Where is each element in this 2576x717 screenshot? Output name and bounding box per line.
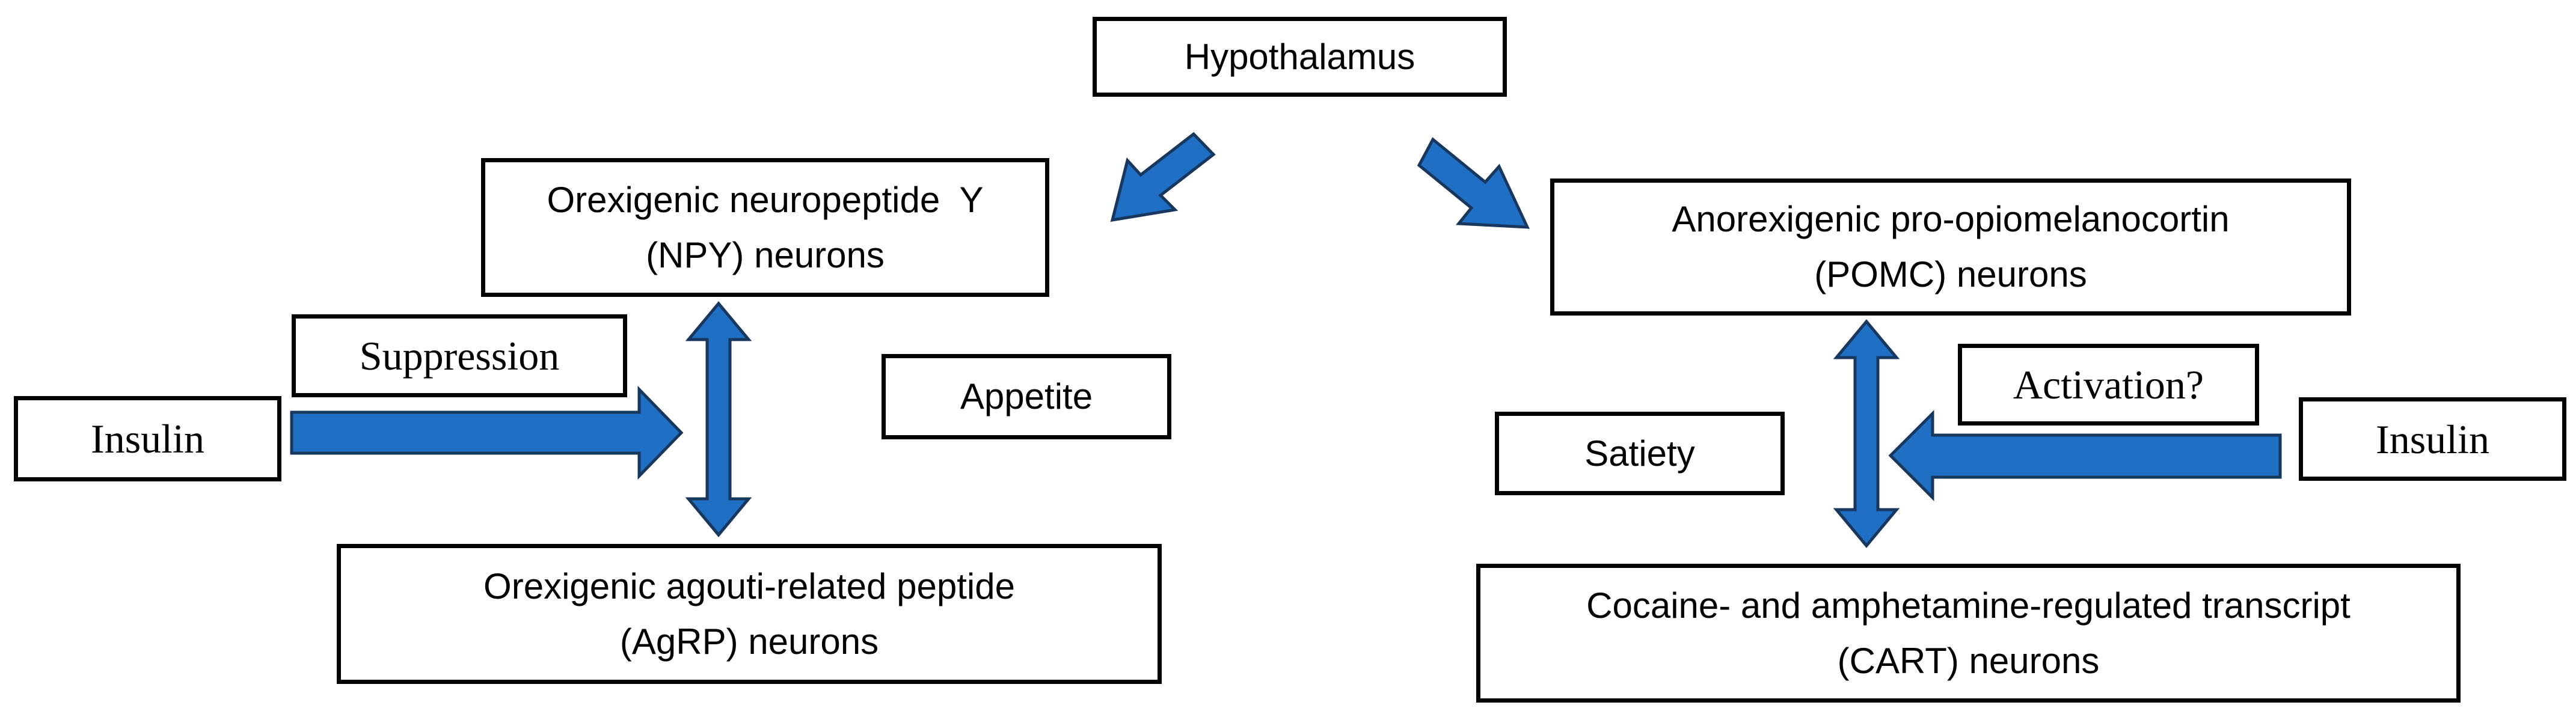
agrp-neurons-box: Orexigenic agouti-related peptide (AgRP)… — [337, 544, 1162, 684]
cart-neurons-box: Cocaine- and amphetamine-regulated trans… — [1476, 564, 2461, 703]
satiety-label: Satiety — [1584, 433, 1695, 474]
pomc-neurons-label-line2: (POMC) neurons — [1814, 254, 2087, 294]
cart-neurons-label-line2: (CART) neurons — [1837, 640, 2100, 681]
insulin-left-label: Insulin — [91, 416, 204, 462]
appetite-box: Appetite — [882, 354, 1171, 439]
pomc-neurons-box: Anorexigenic pro-opiomelanocortin (POMC)… — [1550, 178, 2351, 316]
activation-box: Activation? — [1958, 344, 2259, 426]
npy-neurons-box: Orexigenic neuropeptide Y (NPY) neurons — [481, 158, 1049, 297]
insulin-left-box: Insulin — [14, 396, 281, 481]
suppression-box: Suppression — [292, 314, 627, 397]
insulin-right-box: Insulin — [2299, 397, 2566, 481]
appetite-label: Appetite — [960, 376, 1093, 416]
arrow-insulin-suppression — [290, 385, 684, 480]
agrp-neurons-label-line2: (AgRP) neurons — [619, 621, 879, 662]
agrp-neurons-label-line1: Orexigenic agouti-related peptide — [483, 566, 1015, 606]
hypothalamus-box: Hypothalamus — [1093, 17, 1507, 97]
insulin-right-label: Insulin — [2376, 416, 2489, 462]
pomc-neurons-label-line1: Anorexigenic pro-opiomelanocortin — [1672, 199, 2230, 239]
hypothalamus-label: Hypothalamus — [1184, 36, 1415, 77]
arrow-hypothalamus-to-pomc — [1417, 137, 1530, 229]
satiety-box: Satiety — [1495, 412, 1785, 495]
arrow-pomc-cart-bidirectional — [1833, 319, 1900, 548]
arrow-insulin-activation — [1888, 409, 2282, 502]
npy-neurons-label-line2: (NPY) neurons — [646, 234, 885, 275]
arrow-npy-agrp-bidirectional — [685, 301, 752, 537]
suppression-label: Suppression — [359, 333, 560, 379]
arrow-hypothalamus-to-npy — [1110, 132, 1216, 222]
cart-neurons-label-line1: Cocaine- and amphetamine-regulated trans… — [1586, 585, 2351, 626]
activation-label: Activation? — [2013, 362, 2204, 407]
npy-neurons-label-line1: Orexigenic neuropeptide Y — [547, 179, 984, 220]
